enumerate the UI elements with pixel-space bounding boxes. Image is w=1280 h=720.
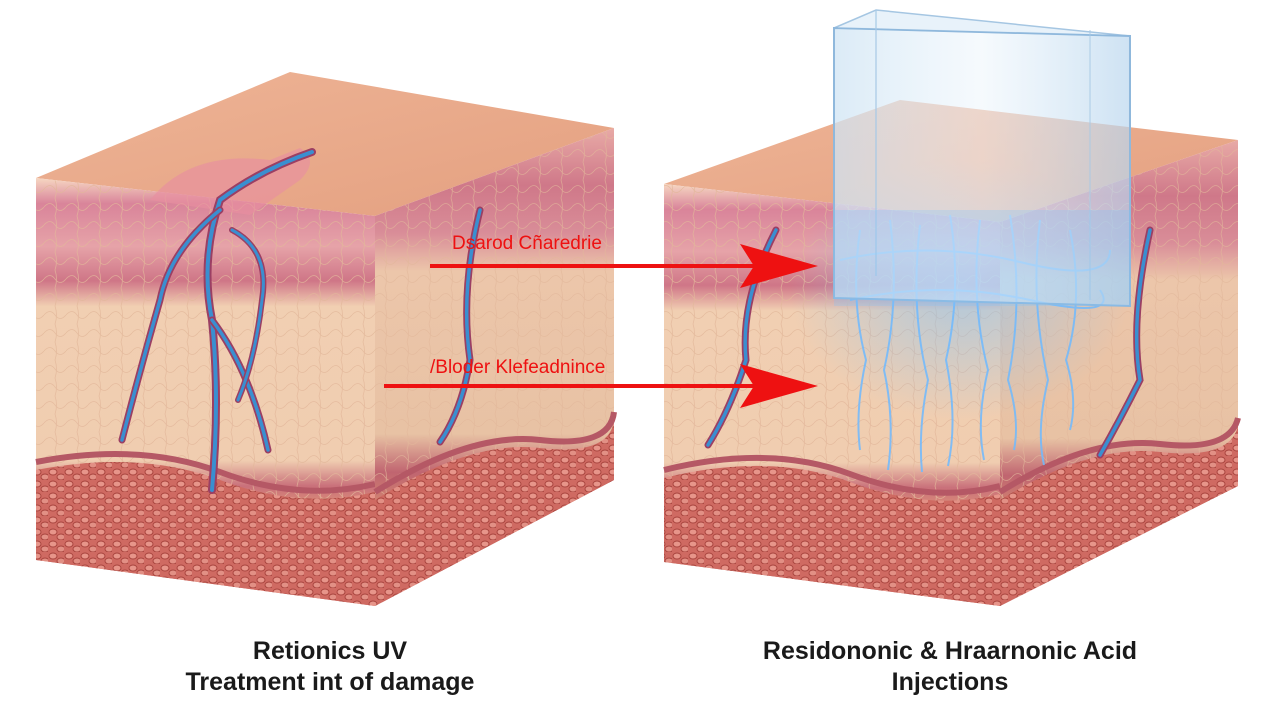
- arrow-bottom-label: /Bloder Klefeadnince: [430, 357, 605, 378]
- left-caption-line-1: Retionics UV: [252, 637, 408, 665]
- left-caption-line-2: Treatment int of damage: [185, 668, 475, 696]
- left-caption: Retionics UV Treatment int of damage: [100, 636, 560, 698]
- right-caption-line-2: Injections: [891, 668, 1009, 696]
- arrow-top-label: Dsarod Cñaredrie: [452, 233, 602, 254]
- left-skin-block: [35, 72, 617, 606]
- left-block-subcutis: [36, 462, 375, 606]
- arrow-top: [430, 244, 818, 288]
- arrow-bottom: [384, 364, 818, 408]
- right-block-subcutis: [664, 465, 1000, 606]
- right-caption: Residononic & Hraarnonic Acid Injections: [700, 636, 1200, 698]
- glass-applicator-icon: [833, 9, 1131, 308]
- arrow-right-icon: [740, 364, 818, 408]
- left-vessels: [118, 148, 484, 494]
- arrow-right-icon: [740, 244, 818, 288]
- right-skin-block: [663, 9, 1241, 606]
- right-caption-line-1: Residononic & Hraarnonic Acid: [762, 637, 1138, 665]
